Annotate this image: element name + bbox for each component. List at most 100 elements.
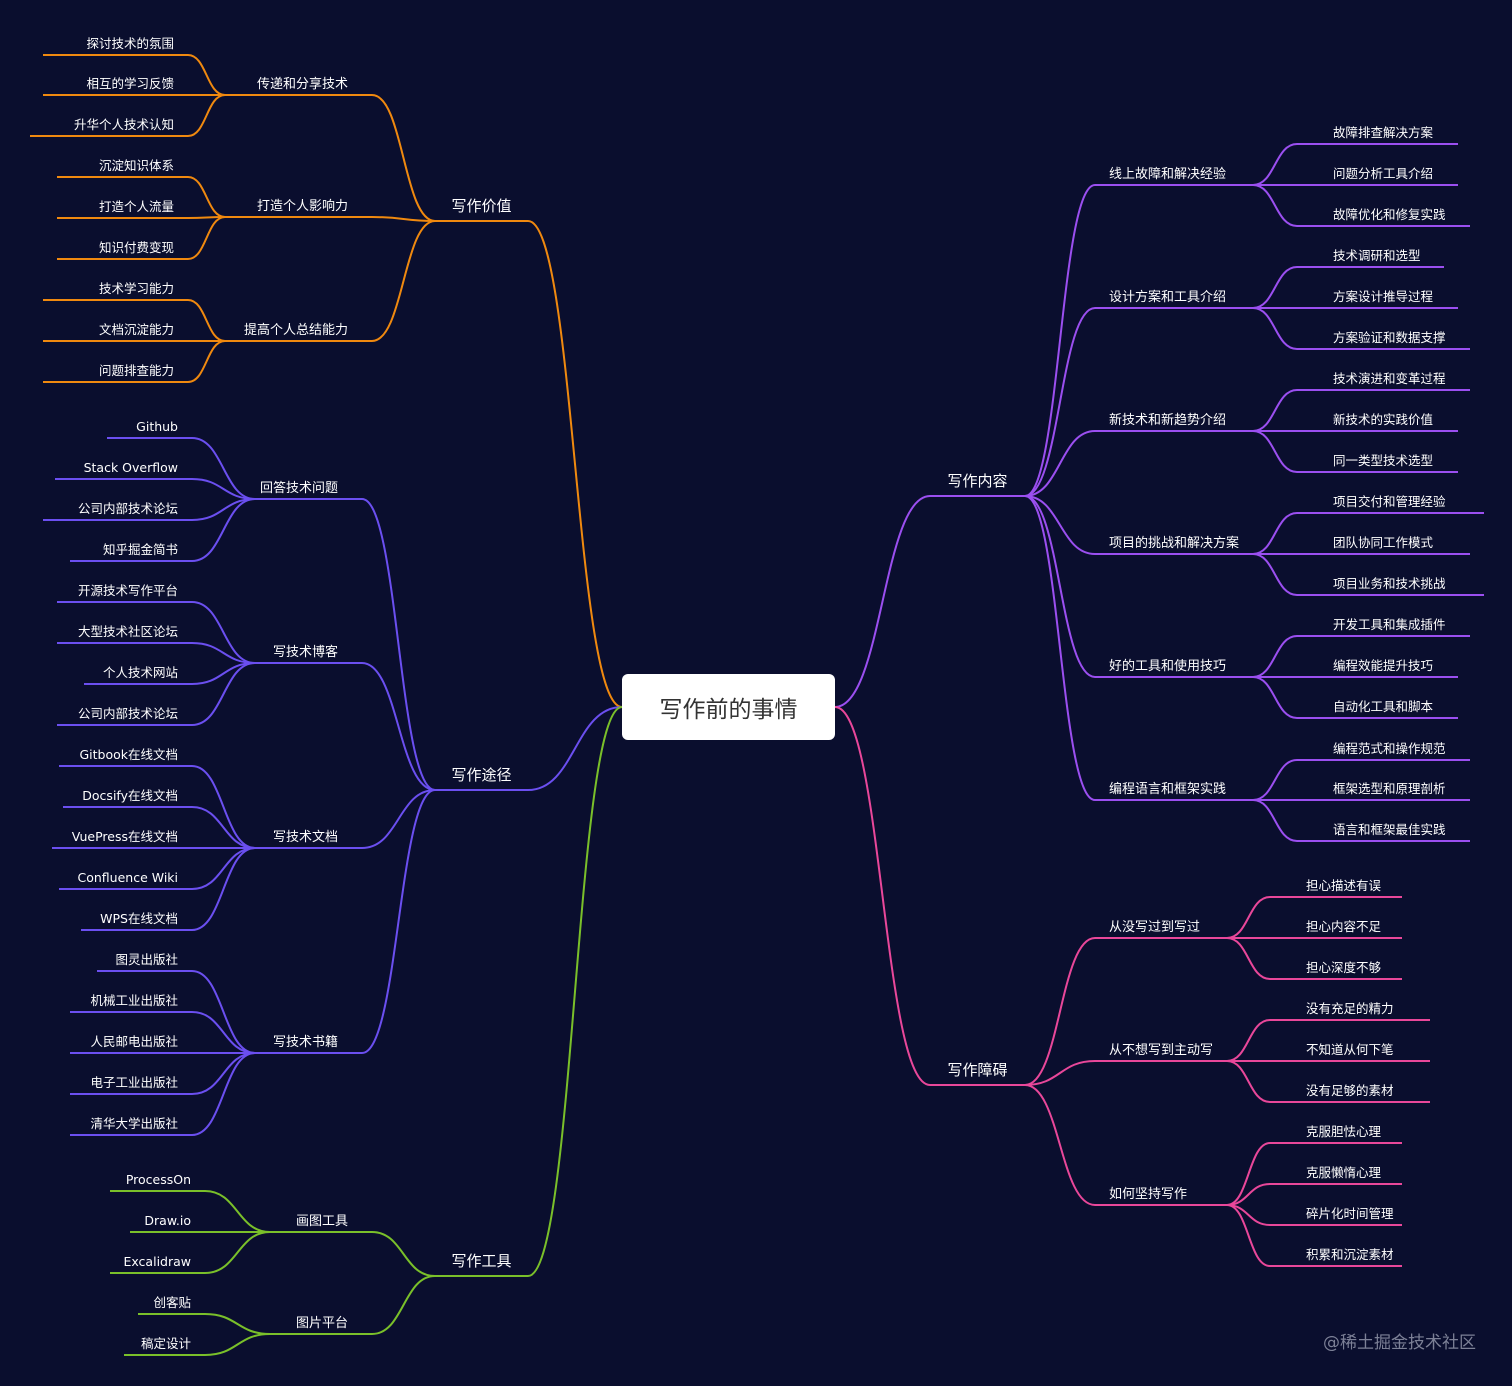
leaf-connector [1252,143,1298,186]
leaf-label[interactable]: 技术学习能力 [99,281,174,296]
leaf-label[interactable]: Gitbook在线文档 [79,747,178,762]
leaf-label[interactable]: 项目交付和管理经验 [1333,494,1446,509]
subtopic-label[interactable]: 写技术书籍 [273,1034,338,1050]
leaf-label[interactable]: 公司内部技术论坛 [78,706,178,721]
leaf-label[interactable]: 文档沉淀能力 [99,322,174,337]
leaf-connector [1252,799,1298,842]
leaf-label[interactable]: Excalidraw [123,1254,191,1269]
leaf-label[interactable]: 电子工业出版社 [90,1075,178,1090]
leaf-label[interactable]: Github [136,419,178,434]
subtopic-label[interactable]: 从不想写到主动写 [1109,1042,1213,1058]
leaf-label[interactable]: 知识付费变现 [99,240,174,255]
leaf-label[interactable]: Docsify在线文档 [82,788,178,803]
leaf-label[interactable]: 大型技术社区论坛 [78,624,178,639]
leaf-label[interactable]: Confluence Wiki [77,870,178,885]
subtopic-label[interactable]: 回答技术问题 [260,480,338,496]
leaf-label[interactable]: 相互的学习反馈 [86,76,174,91]
leaf-label[interactable]: 清华大学出版社 [90,1116,178,1131]
subtopic-label[interactable]: 如何坚持写作 [1109,1186,1187,1202]
leaf-label[interactable]: 方案设计推导过程 [1333,289,1434,304]
leaf-label[interactable]: 框架选型和原理剖析 [1333,781,1446,796]
leaf-label[interactable]: 图灵出版社 [115,952,178,967]
leaf-label[interactable]: 探讨技术的氛围 [86,36,174,51]
leaf-label[interactable]: Draw.io [144,1213,191,1228]
leaf-label[interactable]: 升华个人技术认知 [74,117,174,132]
leaf-label[interactable]: 个人技术网站 [103,665,178,680]
leaf-label[interactable]: 担心深度不够 [1306,960,1382,975]
leaf-label[interactable]: 克服懒惰心理 [1306,1165,1382,1180]
leaf-label[interactable]: VuePress在线文档 [72,829,178,844]
leaf-connector [191,1011,256,1054]
root-branch-connector [834,706,931,1086]
leaf-label[interactable]: 积累和沉淀素材 [1306,1247,1394,1262]
subtopic-label[interactable]: 图片平台 [296,1316,348,1331]
leaf-connector [1226,1019,1271,1062]
leaf-connector [1252,184,1298,227]
leaf-label[interactable]: 团队协同工作模式 [1333,535,1434,550]
leaf-label[interactable]: Stack Overflow [84,460,178,475]
subtopic-label[interactable]: 打造个人影响力 [257,198,348,214]
leaf-label[interactable]: 开源技术写作平台 [78,583,178,598]
leaf-label[interactable]: 技术演进和变革过程 [1333,371,1446,386]
leaf-label[interactable]: WPS在线文档 [100,911,178,926]
subtopic-label[interactable]: 从没写过到写过 [1109,920,1200,935]
leaf-label[interactable]: 克服胆怯心理 [1306,1124,1382,1139]
branch-label[interactable]: 写作障碍 [947,1061,1007,1079]
subtopic-label[interactable]: 好的工具和使用技巧 [1109,658,1226,674]
subtopic-label[interactable]: 新技术和新趋势介绍 [1109,412,1226,428]
leaf-label[interactable]: 语言和框架最佳实践 [1333,822,1446,837]
subtopic-label[interactable]: 写技术博客 [273,644,338,660]
leaf-label[interactable]: 人民邮电出版社 [90,1034,178,1049]
leaf-label[interactable]: 创客贴 [153,1295,191,1310]
leaf-label[interactable]: 碎片化时间管理 [1306,1206,1394,1221]
subtopic-label[interactable]: 画图工具 [296,1214,348,1229]
branch-label[interactable]: 写作内容 [947,472,1007,490]
leaf-label[interactable]: ProcessOn [126,1172,191,1187]
branch-label[interactable]: 写作途径 [451,766,511,784]
leaf-label[interactable]: 故障排查解决方案 [1333,125,1434,140]
leaf-label[interactable]: 没有足够的素材 [1306,1083,1394,1098]
leaf-label[interactable]: 知乎掘金简书 [103,542,178,557]
leaf-label[interactable]: 问题分析工具介绍 [1333,166,1433,181]
sub-connector [1024,184,1096,497]
subtopic-label[interactable]: 项目的挑战和解决方案 [1109,535,1239,551]
leaf-label[interactable]: 开发工具和集成插件 [1333,617,1446,632]
leaf-label[interactable]: 项目业务和技术挑战 [1333,576,1446,591]
branch-group: 写作内容 线上故障和解决经验 故障排查解决方案问题分析工具介绍故障优化和修复实践设计… [834,125,1484,842]
leaf-label[interactable]: 担心内容不足 [1306,919,1382,934]
leaf-label[interactable]: 故障优化和修复实践 [1333,207,1446,222]
leaf-label[interactable]: 担心描述有误 [1306,878,1382,893]
leaf-connector [204,1231,271,1274]
subtopic-label[interactable]: 提高个人总结能力 [244,322,348,338]
branch-label[interactable]: 写作价值 [451,197,511,215]
subtopic-label[interactable]: 线上故障和解决经验 [1109,166,1226,182]
leaf-label[interactable]: 技术调研和选型 [1333,248,1421,263]
leaf-connector [191,1052,256,1095]
root-node[interactable]: 写作前的事情 [622,674,835,740]
leaf-label[interactable]: 稿定设计 [141,1336,191,1351]
leaf-label[interactable]: 机械工业出版社 [90,993,178,1008]
leaf-label[interactable]: 方案验证和数据支撑 [1333,330,1446,345]
subtopic-label[interactable]: 设计方案和工具介绍 [1109,289,1226,305]
leaf-label[interactable]: 同一类型技术选型 [1333,453,1433,468]
branch-label[interactable]: 写作工具 [451,1252,511,1270]
leaf-label[interactable]: 不知道从何下笔 [1306,1042,1394,1057]
leaf-connector [1226,937,1271,980]
subtopic-label[interactable]: 写技术文档 [273,830,338,845]
sub-connector [1024,937,1096,1086]
sub-connector [371,94,436,222]
leaf-label[interactable]: 编程范式和操作规范 [1333,741,1446,756]
leaf-label[interactable]: 沉淀知识体系 [99,158,174,173]
sub-connector [371,216,436,222]
leaf-label[interactable]: 新技术的实践价值 [1333,412,1433,427]
subtopic-label[interactable]: 编程语言和框架实践 [1109,782,1226,797]
leaf-label[interactable]: 打造个人流量 [99,199,174,214]
leaf-label[interactable]: 自动化工具和脚本 [1333,699,1434,714]
leaf-label[interactable]: 编程效能提升技巧 [1333,658,1433,673]
sub-connector [361,789,436,1054]
leaf-label[interactable]: 没有充足的精力 [1306,1001,1394,1016]
subtopic-label[interactable]: 传递和分享技术 [257,76,348,92]
leaf-label[interactable]: 公司内部技术论坛 [78,501,178,516]
leaf-label[interactable]: 问题排查能力 [99,363,174,378]
